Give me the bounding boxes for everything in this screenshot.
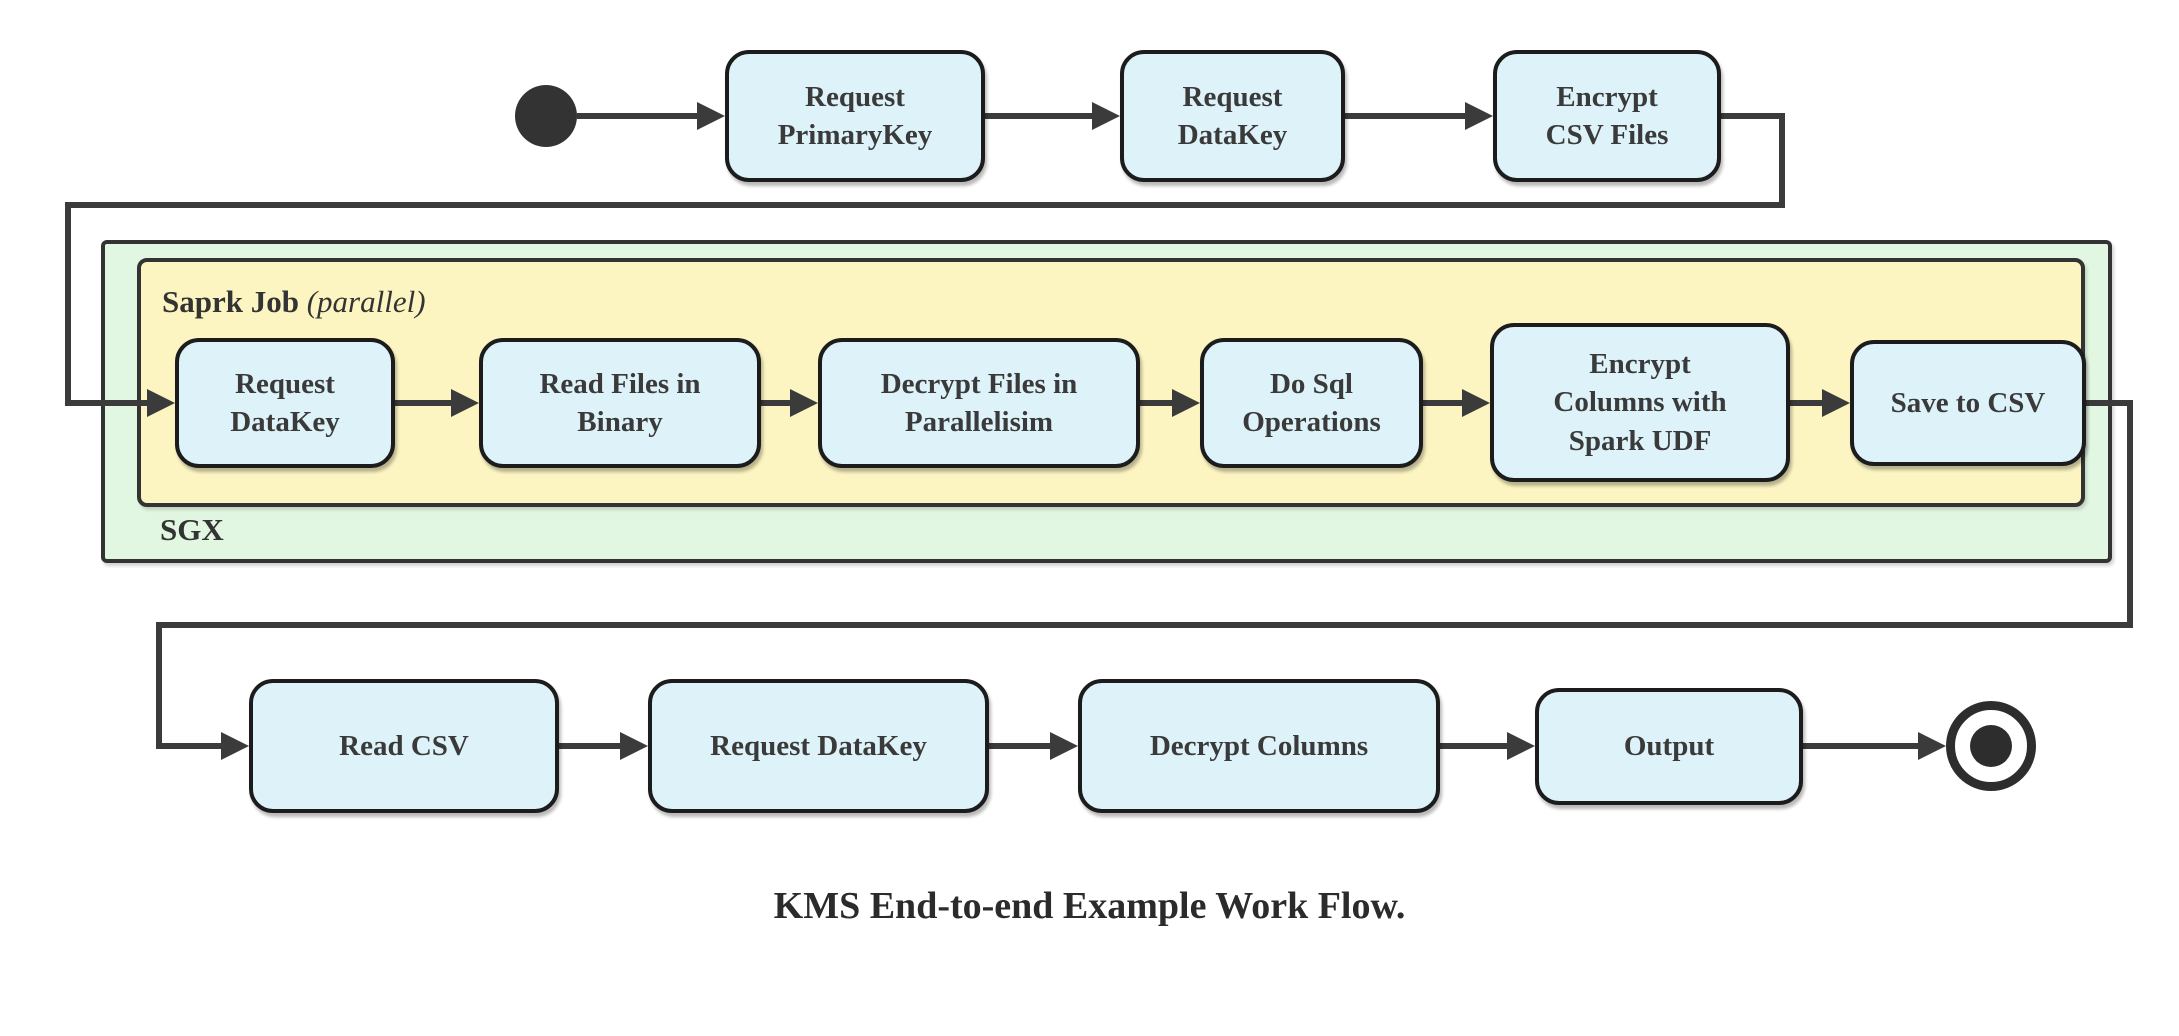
arrowhead-icon (790, 389, 818, 417)
node-label: Output (1623, 730, 1715, 763)
arrowhead-icon (221, 732, 249, 760)
node-label: Encrypt CSV Files (1545, 80, 1669, 151)
node-label: Read Files in Binary (539, 367, 701, 438)
spark-job-label-parallel: (parallel) (306, 284, 426, 319)
arrowhead-icon (1172, 389, 1200, 417)
arrowhead-icon (1918, 732, 1946, 760)
node-request-datakey-middle: Request DataKey (175, 338, 395, 468)
arrowhead-icon (1462, 389, 1490, 417)
arrowhead-icon (1050, 732, 1078, 760)
node-decrypt-columns: Decrypt Columns (1078, 679, 1440, 813)
node-request-datakey-top: Request DataKey (1120, 50, 1345, 182)
node-label: Decrypt Files in Parallelisim (880, 367, 1078, 438)
arrowhead-icon (1822, 389, 1850, 417)
connector-path (156, 400, 2133, 749)
node-label: Do Sql Operations (1242, 367, 1381, 438)
node-encrypt-csv-files: Encrypt CSV Files (1493, 50, 1721, 182)
node-label: Request DataKey (710, 729, 927, 762)
node-save-to-csv: Save to CSV (1850, 340, 2086, 466)
node-read-files-in-binary: Read Files in Binary (479, 338, 761, 468)
node-decrypt-files-in-parallelism: Decrypt Files in Parallelisim (818, 338, 1140, 468)
spark-job-container-label: Saprk Job (parallel) (162, 284, 426, 320)
sgx-container-label: SGX (160, 512, 224, 547)
node-do-sql-operations: Do Sql Operations (1200, 338, 1423, 468)
connector-path (65, 113, 1785, 406)
node-label: Request DataKey (230, 367, 340, 438)
arrowhead-icon (1465, 102, 1493, 130)
node-label: Save to CSV (1890, 386, 2046, 419)
node-label: Request DataKey (1177, 80, 1288, 151)
node-request-primarykey: Request PrimaryKey (725, 50, 985, 182)
arrowhead-icon (697, 102, 725, 130)
node-label: Read CSV (339, 729, 469, 762)
arrowhead-icon (1507, 732, 1535, 760)
node-output: Output (1535, 688, 1803, 805)
spark-job-label-bold: Saprk Job (162, 284, 299, 319)
initial-state-icon (515, 85, 577, 147)
diagram-caption: KMS End-to-end Example Work Flow. (773, 885, 1406, 927)
node-request-datakey-bottom: Request DataKey (648, 679, 989, 813)
final-state-icon (1946, 701, 2036, 791)
node-encrypt-columns-with-spark-udf: Encrypt Columns with Spark UDF (1490, 323, 1790, 482)
node-label: Request PrimaryKey (777, 80, 933, 151)
node-read-csv: Read CSV (249, 679, 559, 813)
final-state-dot-icon (1970, 725, 2012, 767)
node-label: Encrypt Columns with Spark UDF (1553, 348, 1727, 457)
arrowhead-icon (451, 389, 479, 417)
arrowhead-icon (620, 732, 648, 760)
arrowhead-icon (147, 389, 175, 417)
node-label: Decrypt Columns (1149, 729, 1369, 762)
arrowhead-icon (1092, 102, 1120, 130)
